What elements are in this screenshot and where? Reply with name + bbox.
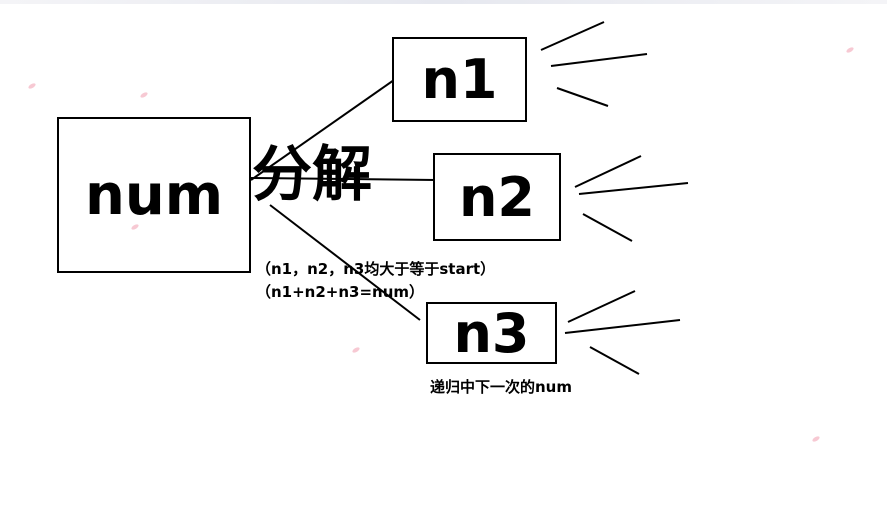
condition-line-2: （n1+n2+n3=num） — [256, 283, 425, 301]
arrow-num-to-n2 — [250, 177, 437, 181]
ray-n1-2 — [550, 53, 648, 67]
num-box: num — [57, 117, 251, 273]
n2-box: n2 — [433, 153, 561, 241]
arrow-num-to-n3 — [269, 204, 421, 321]
n3-box: n3 — [426, 301, 557, 365]
n3-note: 递归中下一次的num — [430, 378, 572, 396]
ray-n3-2 — [564, 319, 681, 334]
ray-n2-2 — [578, 182, 689, 195]
condition-line-1: （n1，n2，n3均大于等于start） — [256, 260, 496, 278]
ray-n2-3 — [582, 213, 633, 242]
num-label: num — [84, 162, 224, 228]
ray-n2-1 — [574, 155, 642, 188]
ray-n1-3 — [556, 87, 609, 107]
top-border — [0, 0, 887, 4]
ray-n3-1 — [567, 290, 636, 323]
n3-label: n3 — [453, 301, 530, 365]
n1-box: n1 — [392, 37, 527, 122]
decompose-label: 分解 — [252, 140, 372, 210]
ray-n3-3 — [589, 346, 640, 375]
n2-label: n2 — [458, 165, 536, 229]
ray-n1-1 — [540, 21, 605, 51]
n1-label: n1 — [421, 48, 498, 111]
arrow-num-to-n1 — [250, 79, 395, 181]
